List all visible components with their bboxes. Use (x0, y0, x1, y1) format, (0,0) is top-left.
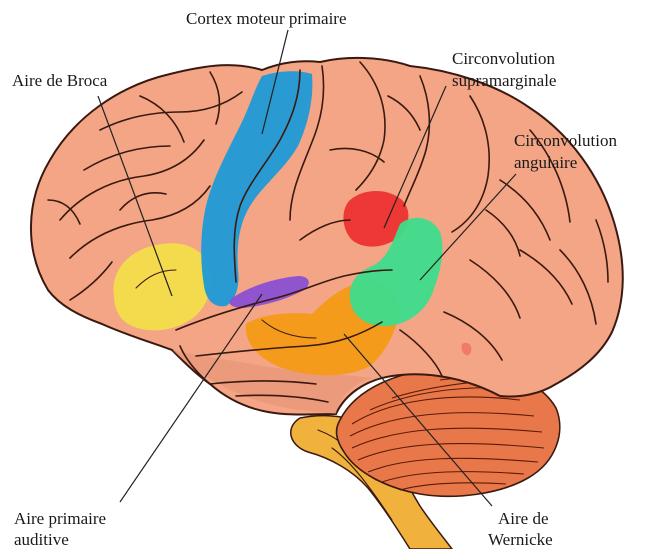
label-supramarginal-line2: supramarginale (452, 71, 556, 90)
label-motor-cortex: Cortex moteur primaire (186, 9, 347, 28)
label-auditory-line1: Aire primaire (14, 509, 106, 528)
label-broca: Aire de Broca (12, 71, 108, 90)
label-wernicke-line2: Wernicke (488, 530, 553, 549)
label-auditory-line2: auditive (14, 530, 69, 549)
label-supramarginal-line1: Circonvolution (452, 49, 555, 68)
label-wernicke-line1: Aire de (498, 509, 549, 528)
label-angular-line1: Circonvolution (514, 131, 617, 150)
label-angular-line2: angulaire (514, 153, 577, 172)
